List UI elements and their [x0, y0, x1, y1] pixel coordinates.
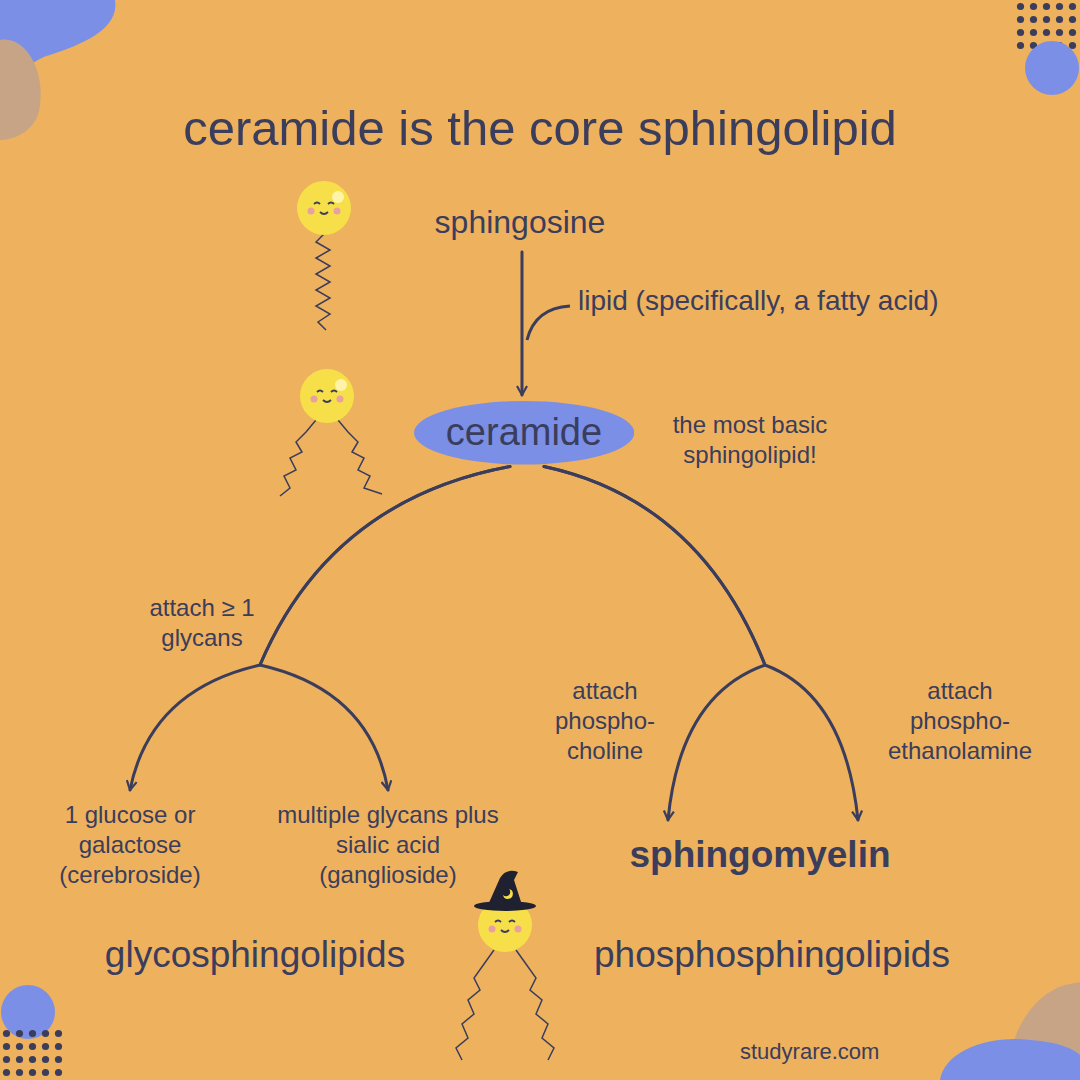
- leader-hook: [527, 306, 570, 340]
- sphingosine-figure: [297, 181, 351, 330]
- node-text: sphingosine: [435, 202, 606, 242]
- title: ceramide is the core sphingolipid: [0, 98, 1080, 159]
- edge-label: attach phospho- ethanolamine: [880, 676, 1040, 766]
- note: the most basic sphingolipid!: [650, 410, 850, 470]
- branch-note: attach ≥ 1 glycans: [137, 593, 267, 653]
- corner-blob: [1025, 41, 1079, 95]
- watermark: studyrare.com: [740, 1038, 879, 1066]
- branch-arrow: [544, 467, 765, 821]
- corner-blob: [0, 40, 41, 140]
- group-label: phosphosphingolipids: [594, 932, 950, 978]
- cerebroside-label: 1 glucose or galactose (cerebroside): [39, 798, 222, 892]
- ceramide-ellipse: ceramide: [414, 401, 634, 465]
- node-text: multiple glycans plus sialic acid (gangl…: [277, 800, 499, 890]
- witch-figure: [456, 871, 554, 1060]
- corner-blob: [940, 1039, 1080, 1080]
- node-text: 1 glucose or galactose (cerebroside): [43, 800, 218, 890]
- branch-arrow: [130, 467, 510, 791]
- node-text: sphingomyelin: [629, 832, 890, 878]
- compound-label: sphingosine: [431, 200, 610, 244]
- edge-label: lipid (specifically, a fatty acid): [578, 283, 939, 318]
- node-text: ceramide: [446, 409, 602, 457]
- branch-arrow: [520, 252, 523, 395]
- group-label: glycosphingolipids: [105, 932, 405, 978]
- dot-grid: [0, 1028, 66, 1080]
- ganglioside-label: multiple glycans plus sialic acid (gangl…: [273, 798, 503, 892]
- branch-arrow: [260, 467, 510, 791]
- branch-arrow: [544, 467, 858, 821]
- sphingomyelin-label: sphingomyelin: [625, 830, 894, 880]
- ceramide-figure: [280, 369, 382, 496]
- edge-label: attach phospho- choline: [545, 676, 665, 766]
